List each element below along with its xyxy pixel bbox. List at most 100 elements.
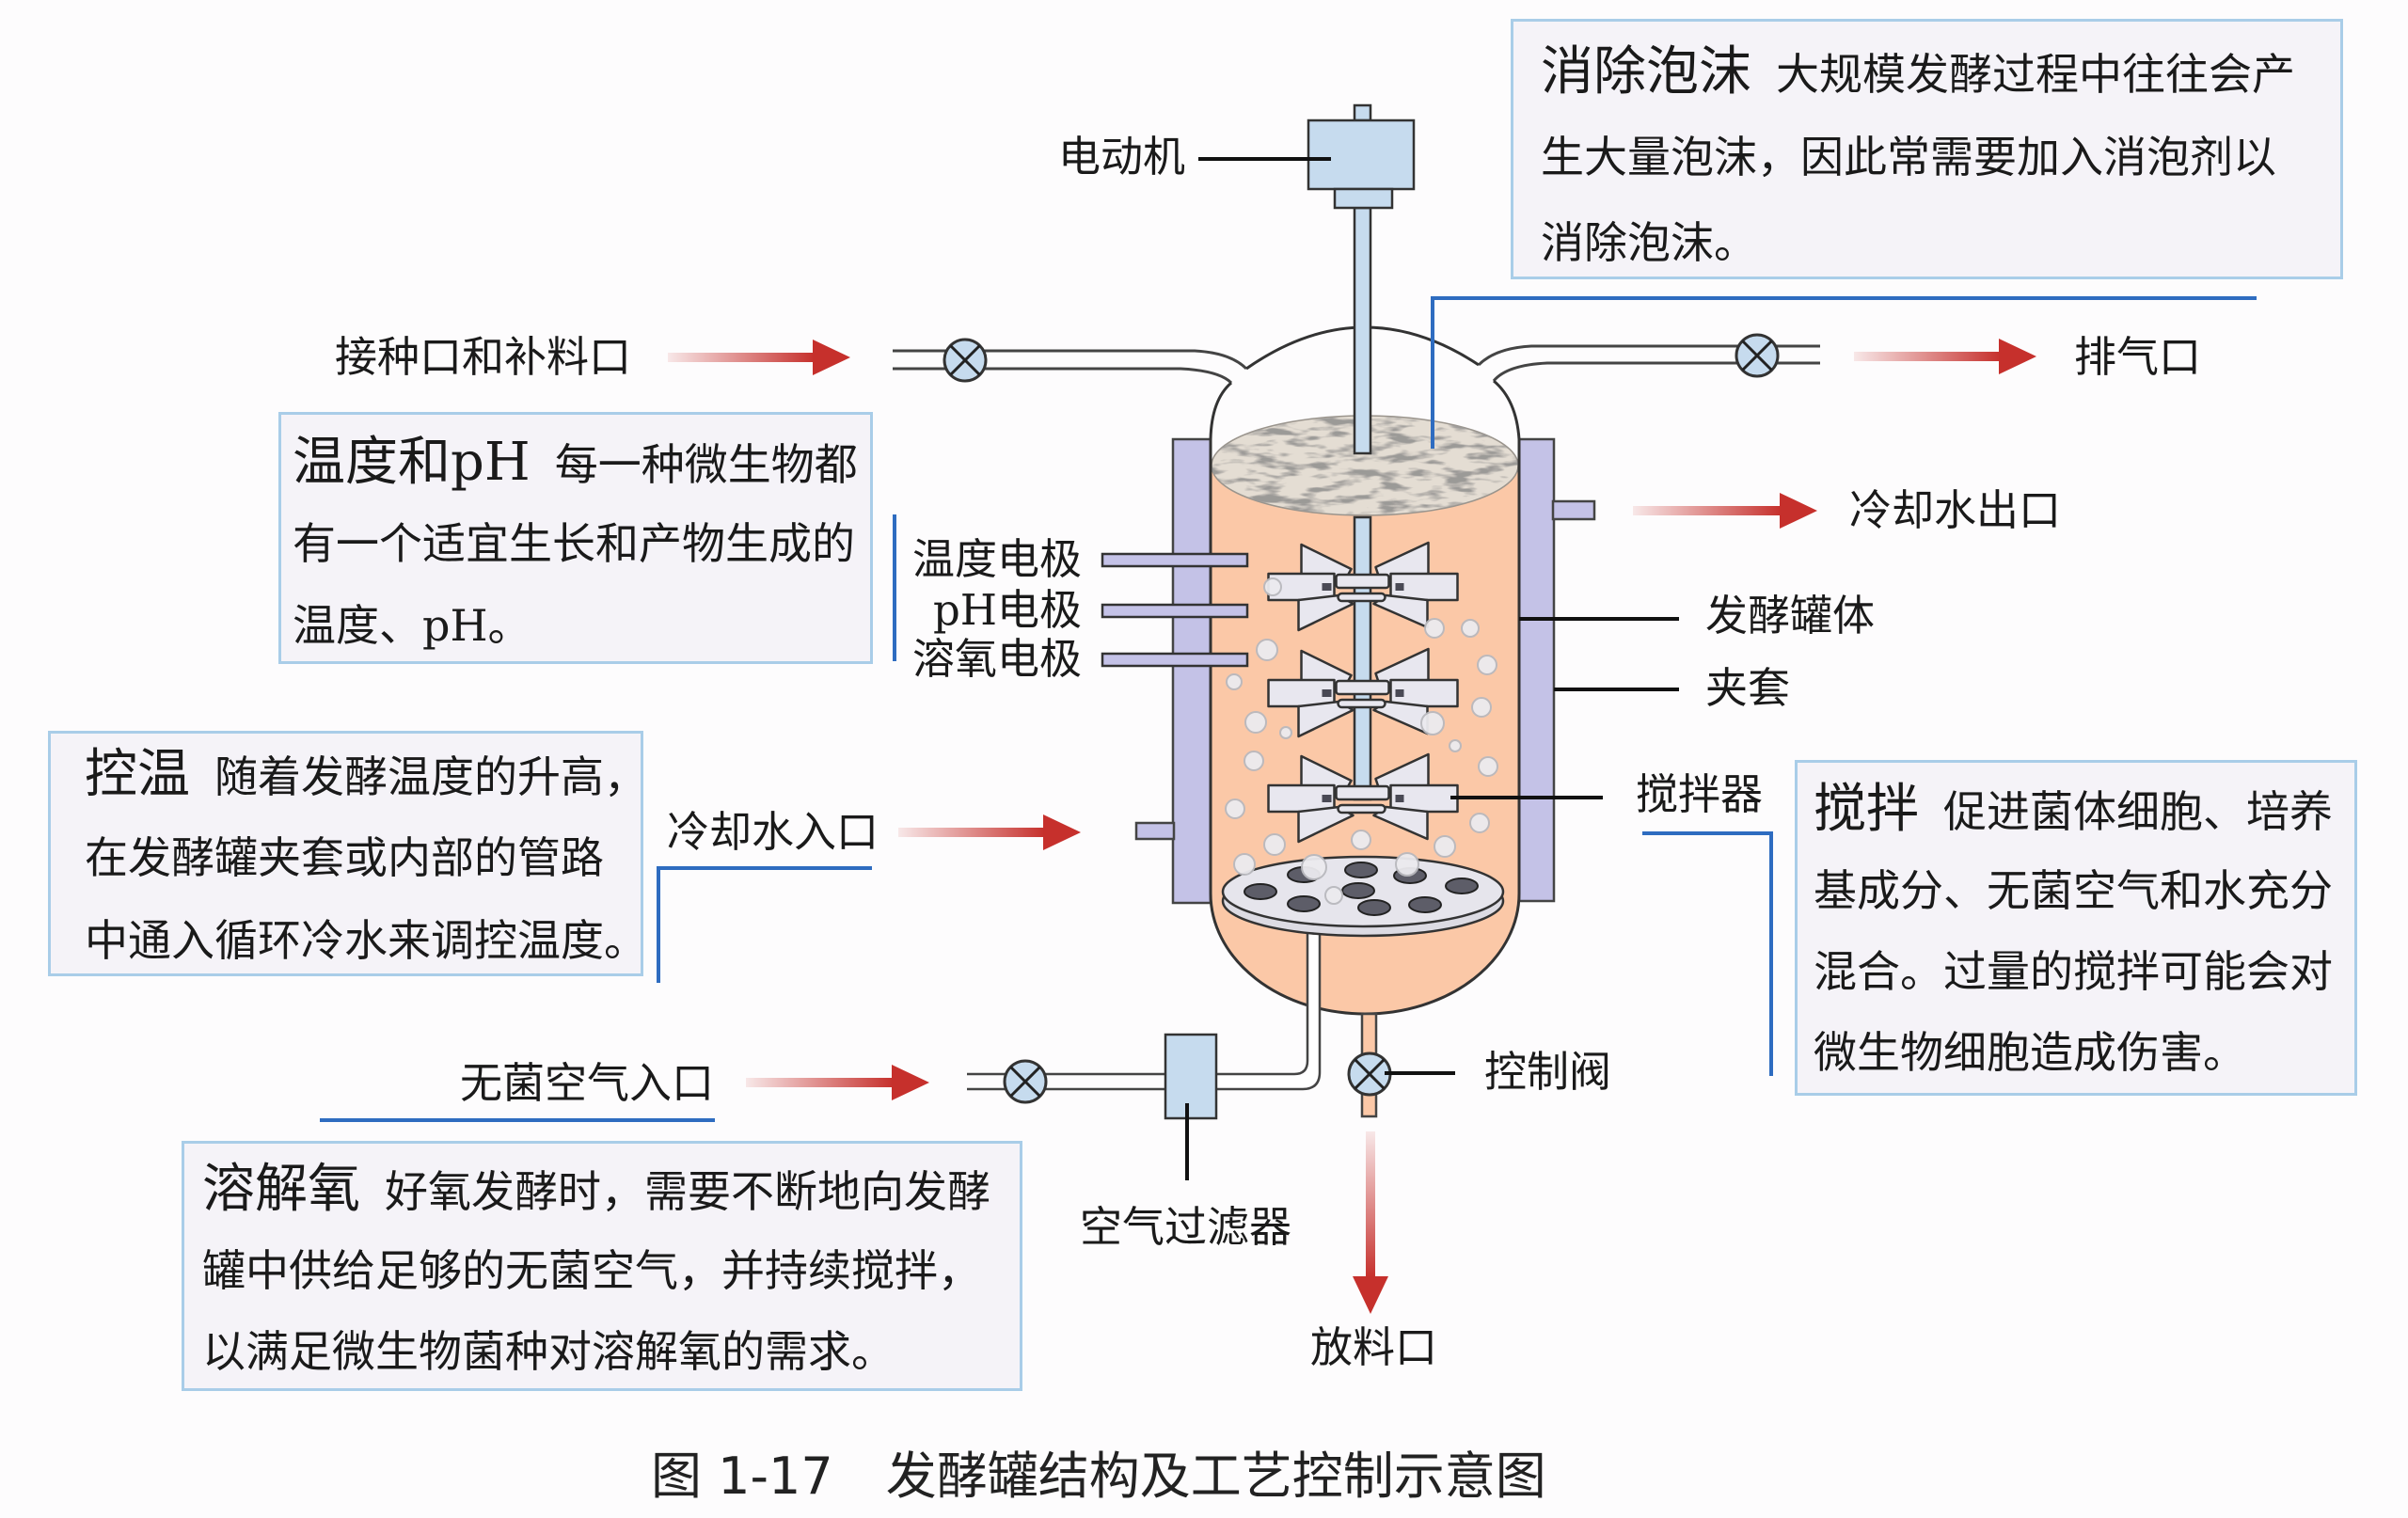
callout-lines xyxy=(320,296,2257,1122)
callout-text: 每一种微生物都 xyxy=(554,439,858,490)
callout-line-defoaming xyxy=(1431,296,2257,449)
callout-text: 好氧发酵时，需要不断地向发酵 xyxy=(385,1166,990,1217)
ph-electrode xyxy=(1101,603,1249,619)
callout-text: 随着发酵温度的升高， xyxy=(214,751,647,802)
label-cooling-water-outlet: 冷却水出口 xyxy=(1849,485,2062,535)
label-control-valve: 控制阀 xyxy=(1484,1047,1612,1097)
air-pipe xyxy=(967,931,1322,1091)
callout-title: 溶解氧 xyxy=(202,1159,360,1220)
callout-agitation: 搅拌促进菌体细胞、培养 基成分、无菌空气和水充分 混合。过量的搅拌可能会对 微生… xyxy=(1795,760,2357,1096)
sparger-hole xyxy=(1445,878,1479,894)
agitator-shaft-upper xyxy=(1353,206,1372,455)
motor-cap xyxy=(1353,103,1372,122)
callout-line: 生大量泡沫，因此常需要加入消泡剂以 xyxy=(1541,132,2276,182)
label-motor: 电动机 xyxy=(1058,132,1186,182)
figure-title: 发酵罐结构及工艺控制示意图 xyxy=(885,1447,1546,1506)
jacket-right xyxy=(1517,437,1556,903)
leader-lines xyxy=(1185,157,1679,1180)
bubble xyxy=(1263,833,1286,856)
arrow-icon-inoculation xyxy=(668,340,850,375)
bubble xyxy=(1469,813,1490,833)
air-pipe-fill xyxy=(1216,931,1320,1088)
bubble xyxy=(1226,673,1243,690)
sparger-hole xyxy=(1341,882,1375,899)
bubble xyxy=(1477,655,1497,675)
motor-coupling xyxy=(1333,187,1394,210)
label-fermenter-body: 发酵罐体 xyxy=(1705,591,1876,640)
bubble xyxy=(1478,756,1498,777)
callout-line: 溶解氧好氧发酵时，需要不断地向发酵 xyxy=(202,1149,1020,1230)
motor-body xyxy=(1307,119,1416,191)
bubble xyxy=(1434,835,1456,858)
label-inoculation-feed-port: 接种口和补料口 xyxy=(335,332,632,382)
arrow-icon-discharge xyxy=(1353,1131,1388,1314)
bubble xyxy=(1225,799,1245,819)
label-ph-electrode: pH电极 xyxy=(932,585,1082,635)
callout-temperature-ph: 温度和pH 每一种微生物都 有一个适宜生长和产物生成的 温度、pH。 xyxy=(278,412,873,664)
bubble xyxy=(1424,618,1445,639)
bubble xyxy=(1461,619,1480,638)
foam-texture xyxy=(1212,416,1518,515)
callout-line: 罐中供给足够的无菌空气，并持续搅拌， xyxy=(202,1245,981,1296)
callout-line: 有一个适宜生长和产物生成的 xyxy=(293,518,855,569)
air-bubbles xyxy=(1225,577,1498,905)
cooling-water-inlet-stub xyxy=(1134,821,1176,841)
arrow-icon-sterile-air xyxy=(746,1065,929,1100)
label-air-filter: 空气过滤器 xyxy=(1080,1202,1292,1252)
cooling-water-outlet-stub xyxy=(1551,499,1596,521)
callout-line: 消除泡沫。 xyxy=(1541,217,1757,268)
bubble xyxy=(1420,711,1445,735)
figure-number: 图 1-17 xyxy=(651,1447,833,1506)
valve-icon-control xyxy=(1347,1052,1392,1097)
callout-title: 消除泡沫 xyxy=(1541,41,1751,103)
callout-line: 温度和pH 每一种微生物都 xyxy=(293,421,870,503)
callout-line: 混合。过量的搅拌可能会对 xyxy=(1814,946,2333,997)
figure-caption: 图 1-17 发酵罐结构及工艺控制示意图 xyxy=(651,1450,1546,1503)
arrow-icon-exhaust xyxy=(1854,339,2036,374)
label-discharge-port: 放料口 xyxy=(1310,1322,1438,1372)
bubble xyxy=(1324,886,1343,905)
valve-icon-exhaust xyxy=(1735,333,1780,378)
bubble xyxy=(1244,751,1264,771)
bubble xyxy=(1395,852,1419,877)
valve-icon-inoculation xyxy=(943,338,988,383)
callout-line: 微生物细胞造成伤害。 xyxy=(1814,1027,2246,1078)
sparger-hole xyxy=(1244,883,1277,900)
sparger-hole xyxy=(1344,862,1378,878)
callout-line: 中通入循环冷水来调控温度。 xyxy=(85,915,647,966)
label-exhaust-port: 排气口 xyxy=(2074,332,2202,382)
sparger-hole xyxy=(1408,896,1442,913)
callout-text: 促进菌体细胞、培养 xyxy=(1943,786,2333,837)
motor xyxy=(1307,103,1416,210)
sparger-hole xyxy=(1357,899,1391,916)
callout-defoaming: 消除泡沫大规模发酵过程中往往会产 生大量泡沫，因此常需要加入消泡剂以 消除泡沫。 xyxy=(1511,19,2343,279)
bubble xyxy=(1256,639,1278,661)
callout-line: 温度、pH。 xyxy=(293,600,531,651)
label-sterile-air-inlet: 无菌空气入口 xyxy=(460,1058,715,1108)
bubble xyxy=(1244,711,1267,734)
callout-temperature-control: 控温随着发酵温度的升高， 在发酵罐夹套或内部的管路 中通入循环冷水来调控温度。 xyxy=(48,731,647,976)
callout-line-agitation xyxy=(1642,831,1773,1076)
agitator-shaft-lower xyxy=(1353,515,1372,801)
callout-title: 控温 xyxy=(85,744,190,805)
bubble xyxy=(1449,739,1462,752)
bubble xyxy=(1351,830,1371,850)
bubble xyxy=(1263,577,1282,596)
callout-line-temperature-control xyxy=(657,866,872,983)
bubble xyxy=(1279,726,1292,739)
valve-icon-sterile-air xyxy=(1003,1059,1048,1104)
label-cooling-water-inlet: 冷却水入口 xyxy=(667,807,879,857)
callout-line: 消除泡沫大规模发酵过程中往往会产 xyxy=(1541,29,2340,115)
callout-line: 基成分、无菌空气和水充分 xyxy=(1814,865,2333,916)
callout-title: 搅拌 xyxy=(1814,779,1919,840)
bubble xyxy=(1301,854,1327,880)
callout-text: 大规模发酵过程中往往会产 xyxy=(1776,49,2295,100)
temperature-electrode xyxy=(1101,552,1249,568)
callout-title: 温度和pH xyxy=(293,432,531,493)
sparger-hole xyxy=(1287,895,1321,912)
label-jacket: 夹套 xyxy=(1705,663,1791,713)
arrow-icon-cooling-outlet xyxy=(1633,493,1817,529)
air-sparger xyxy=(1221,855,1505,938)
label-agitator: 搅拌器 xyxy=(1636,769,1764,819)
